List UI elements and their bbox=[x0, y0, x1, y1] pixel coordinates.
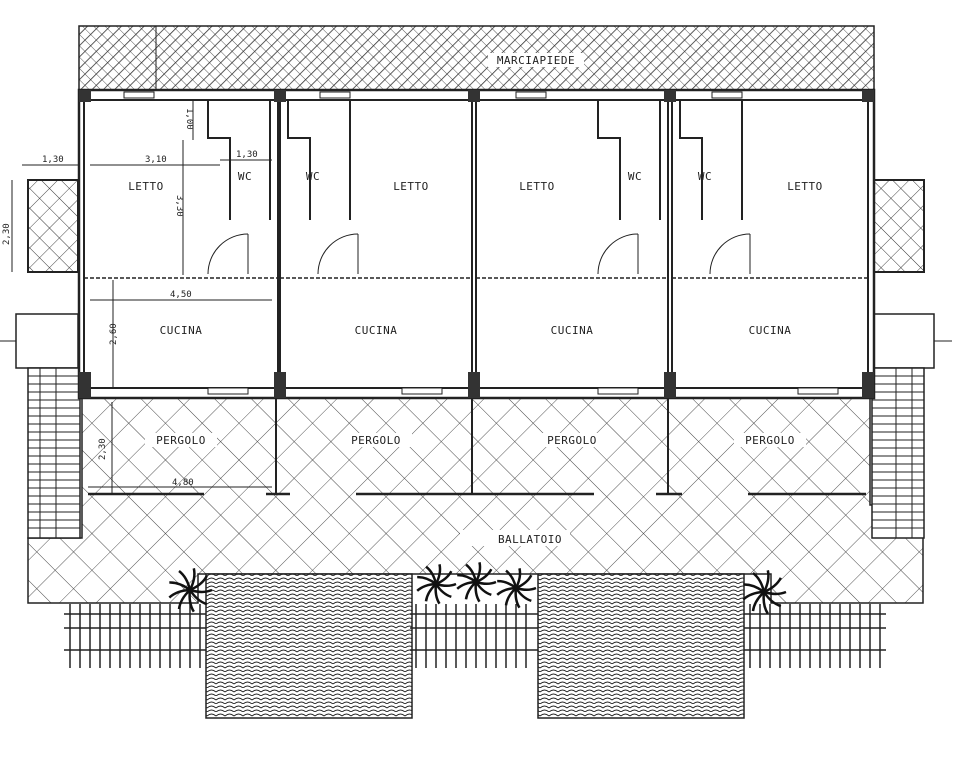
unit-1: LETTO WC CUCINA PERGOLO bbox=[83, 91, 279, 447]
gallery-label: BALLATOIO bbox=[498, 533, 562, 546]
sidewalk-area bbox=[78, 25, 875, 91]
dim-kitchen-width: 4,50 bbox=[170, 290, 192, 300]
dim-wc-depth: 1,00 bbox=[184, 108, 194, 130]
column bbox=[274, 372, 286, 398]
palm-tree-icon bbox=[496, 568, 537, 609]
wc-label: WC bbox=[238, 170, 252, 183]
bedroom-label: LETTO bbox=[128, 180, 164, 193]
wc-label: WC bbox=[628, 170, 642, 183]
bedroom-label: LETTO bbox=[393, 180, 429, 193]
left-side-box bbox=[27, 179, 79, 273]
pergola-label: PERGOLO bbox=[351, 434, 401, 447]
bedroom-label: LETTO bbox=[787, 180, 823, 193]
bedroom-label: LETTO bbox=[519, 180, 555, 193]
column bbox=[468, 90, 480, 102]
dim-wc-width: 1,30 bbox=[236, 150, 258, 160]
dim-side-block-height: 2,30 bbox=[2, 223, 12, 245]
column bbox=[79, 90, 91, 102]
right-stair bbox=[871, 313, 935, 539]
unit-2: LETTO WC CUCINA PERGOLO bbox=[279, 91, 473, 447]
sidewalk-label: MARCIAPIEDE bbox=[497, 54, 575, 67]
dim-left-offset: 1,30 bbox=[42, 155, 64, 165]
palm-tree-icon bbox=[742, 570, 787, 615]
dim-pergola-width: 4,80 bbox=[172, 478, 194, 488]
dim-kitchen-depth: 2,60 bbox=[109, 323, 119, 345]
left-stair bbox=[15, 313, 81, 539]
pergola-label: PERGOLO bbox=[156, 434, 206, 447]
kitchen-label: CUCINA bbox=[551, 324, 594, 337]
unit-4: LETTO WC CUCINA PERGOLO bbox=[671, 91, 869, 447]
column bbox=[862, 90, 874, 102]
palm-tree-icon bbox=[456, 562, 497, 603]
column bbox=[274, 90, 286, 102]
fence bbox=[64, 604, 886, 668]
palm-tree-icon bbox=[416, 564, 457, 605]
right-side-box bbox=[873, 179, 925, 273]
pergola-label: PERGOLO bbox=[745, 434, 795, 447]
dimension-lines: 1,30 3,10 1,30 1,00 3,30 2,30 4,50 2,60 … bbox=[2, 100, 272, 495]
dim-bedroom-width: 3,10 bbox=[145, 155, 167, 165]
column bbox=[862, 372, 874, 398]
garden-tile-right bbox=[537, 573, 745, 719]
kitchen-label: CUCINA bbox=[160, 324, 203, 337]
palm-tree-icon bbox=[168, 568, 213, 613]
wc-label: WC bbox=[306, 170, 320, 183]
column bbox=[664, 90, 676, 102]
pergola-label: PERGOLO bbox=[547, 434, 597, 447]
kitchen-label: CUCINA bbox=[355, 324, 398, 337]
garden-tile-left bbox=[205, 573, 413, 719]
gallery-floor bbox=[27, 397, 924, 604]
column bbox=[664, 372, 676, 398]
dim-pergola-depth: 2,30 bbox=[98, 438, 108, 460]
wc-label: WC bbox=[698, 170, 712, 183]
column bbox=[79, 372, 91, 398]
unit-3: LETTO WC CUCINA PERGOLO bbox=[475, 91, 669, 447]
kitchen-label: CUCINA bbox=[749, 324, 792, 337]
column bbox=[468, 372, 480, 398]
dim-bedroom-depth: 3,30 bbox=[174, 195, 184, 217]
